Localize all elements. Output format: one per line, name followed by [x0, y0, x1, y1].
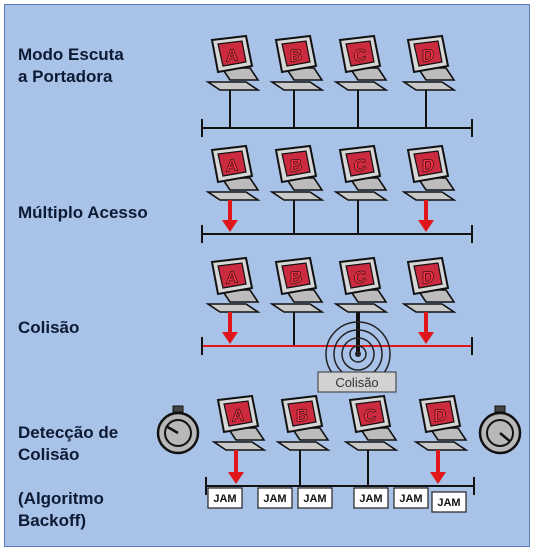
monitor-screen — [217, 262, 247, 289]
keyboard — [269, 303, 325, 313]
keyboard — [401, 81, 457, 91]
monitor-screen — [281, 262, 311, 289]
computer-b-row1: B — [269, 34, 325, 91]
station-letter: C — [354, 45, 366, 66]
station-letter: A — [226, 267, 238, 288]
keyboard — [205, 81, 261, 91]
monitor-screen — [345, 150, 375, 177]
keyboard — [343, 441, 399, 451]
monitor-screen — [413, 262, 443, 289]
label-multiple-access: Múltiplo Acesso — [18, 203, 148, 222]
jam-label: JAM — [303, 493, 326, 505]
station-letter: C — [354, 267, 366, 288]
station-letter: C — [354, 155, 366, 176]
monitor-screen — [413, 150, 443, 177]
computer-a-row1: A — [205, 34, 261, 91]
computer-b-row3: B — [269, 256, 325, 313]
computer-c-row4: C — [343, 394, 399, 451]
computer-a-row3: A — [205, 256, 261, 313]
computer-c-row1: C — [333, 34, 389, 91]
monitor-screen — [345, 262, 375, 289]
computer-a-row2: A — [205, 144, 261, 201]
collision-wave — [349, 345, 367, 363]
jam-label: JAM — [263, 493, 286, 505]
label-collision: Colisão — [18, 318, 80, 337]
jam-box: JAM — [257, 487, 293, 509]
monitor-screen — [355, 400, 385, 427]
computer-d-row2: D — [401, 144, 457, 201]
label-carrier-sense: Modo Escuta a Portadora — [18, 45, 124, 86]
keyboard — [333, 191, 389, 201]
monitor-screen — [345, 40, 375, 67]
computer-b-row4: B — [275, 394, 331, 451]
computer-a-row4: A — [211, 394, 267, 451]
station-letter: B — [296, 405, 308, 426]
keyboard — [333, 303, 389, 313]
jam-box: JAM — [353, 487, 389, 509]
label-collision-detection: Detecção de Colisão — [18, 423, 119, 464]
keyboard — [205, 303, 261, 313]
station-letter: D — [434, 405, 446, 426]
keyboard — [205, 191, 261, 201]
keyboard — [413, 441, 469, 451]
keyboard — [275, 441, 331, 451]
computer-c-row3: C — [333, 256, 389, 313]
station-letter: A — [232, 405, 244, 426]
transmit-arrow — [222, 200, 238, 232]
transmit-arrow — [228, 450, 244, 484]
transmit-arrow — [418, 200, 434, 232]
keyboard — [211, 441, 267, 451]
computer-b-row2: B — [269, 144, 325, 201]
monitor-screen — [217, 40, 247, 67]
keyboard — [401, 191, 457, 201]
station-letter: D — [422, 45, 434, 66]
monitor-screen — [223, 400, 253, 427]
label-backoff-algorithm: (Algoritmo Backoff) — [18, 489, 104, 530]
keyboard — [269, 81, 325, 91]
monitor-screen — [217, 150, 247, 177]
station-letter: B — [290, 155, 302, 176]
monitor-screen — [425, 400, 455, 427]
station-letter: B — [290, 45, 302, 66]
station-letter: A — [226, 155, 238, 176]
station-letter: D — [422, 267, 434, 288]
monitor-screen — [287, 400, 317, 427]
computer-d-row4: D — [413, 394, 469, 451]
jam-label: JAM — [359, 493, 382, 505]
collision-box — [317, 371, 397, 393]
monitor-screen — [281, 40, 311, 67]
station-letter: D — [422, 155, 434, 176]
collision-box-label: Colisão — [335, 375, 378, 390]
keyboard — [401, 303, 457, 313]
jam-label: JAM — [399, 493, 422, 505]
keyboard — [333, 81, 389, 91]
jam-box: JAM — [393, 487, 429, 509]
stopwatch-icon — [478, 405, 522, 455]
station-letter: B — [290, 267, 302, 288]
jam-box: JAM — [431, 491, 467, 513]
transmit-arrow — [430, 450, 446, 484]
stopwatch-icon — [156, 405, 200, 455]
transmit-arrow — [222, 312, 238, 344]
station-letter: C — [364, 405, 376, 426]
jam-label: JAM — [437, 497, 460, 509]
computer-d-row1: D — [401, 34, 457, 91]
computer-d-row3: D — [401, 256, 457, 313]
station-letter: A — [226, 45, 238, 66]
computer-c-row2: C — [333, 144, 389, 201]
jam-box: JAM — [297, 487, 333, 509]
monitor-screen — [281, 150, 311, 177]
monitor-screen — [413, 40, 443, 67]
transmit-arrow — [418, 312, 434, 344]
jam-label: JAM — [213, 493, 236, 505]
keyboard — [269, 191, 325, 201]
jam-box: JAM — [207, 487, 243, 509]
collision-wave — [341, 337, 375, 371]
collision-point — [355, 351, 361, 357]
